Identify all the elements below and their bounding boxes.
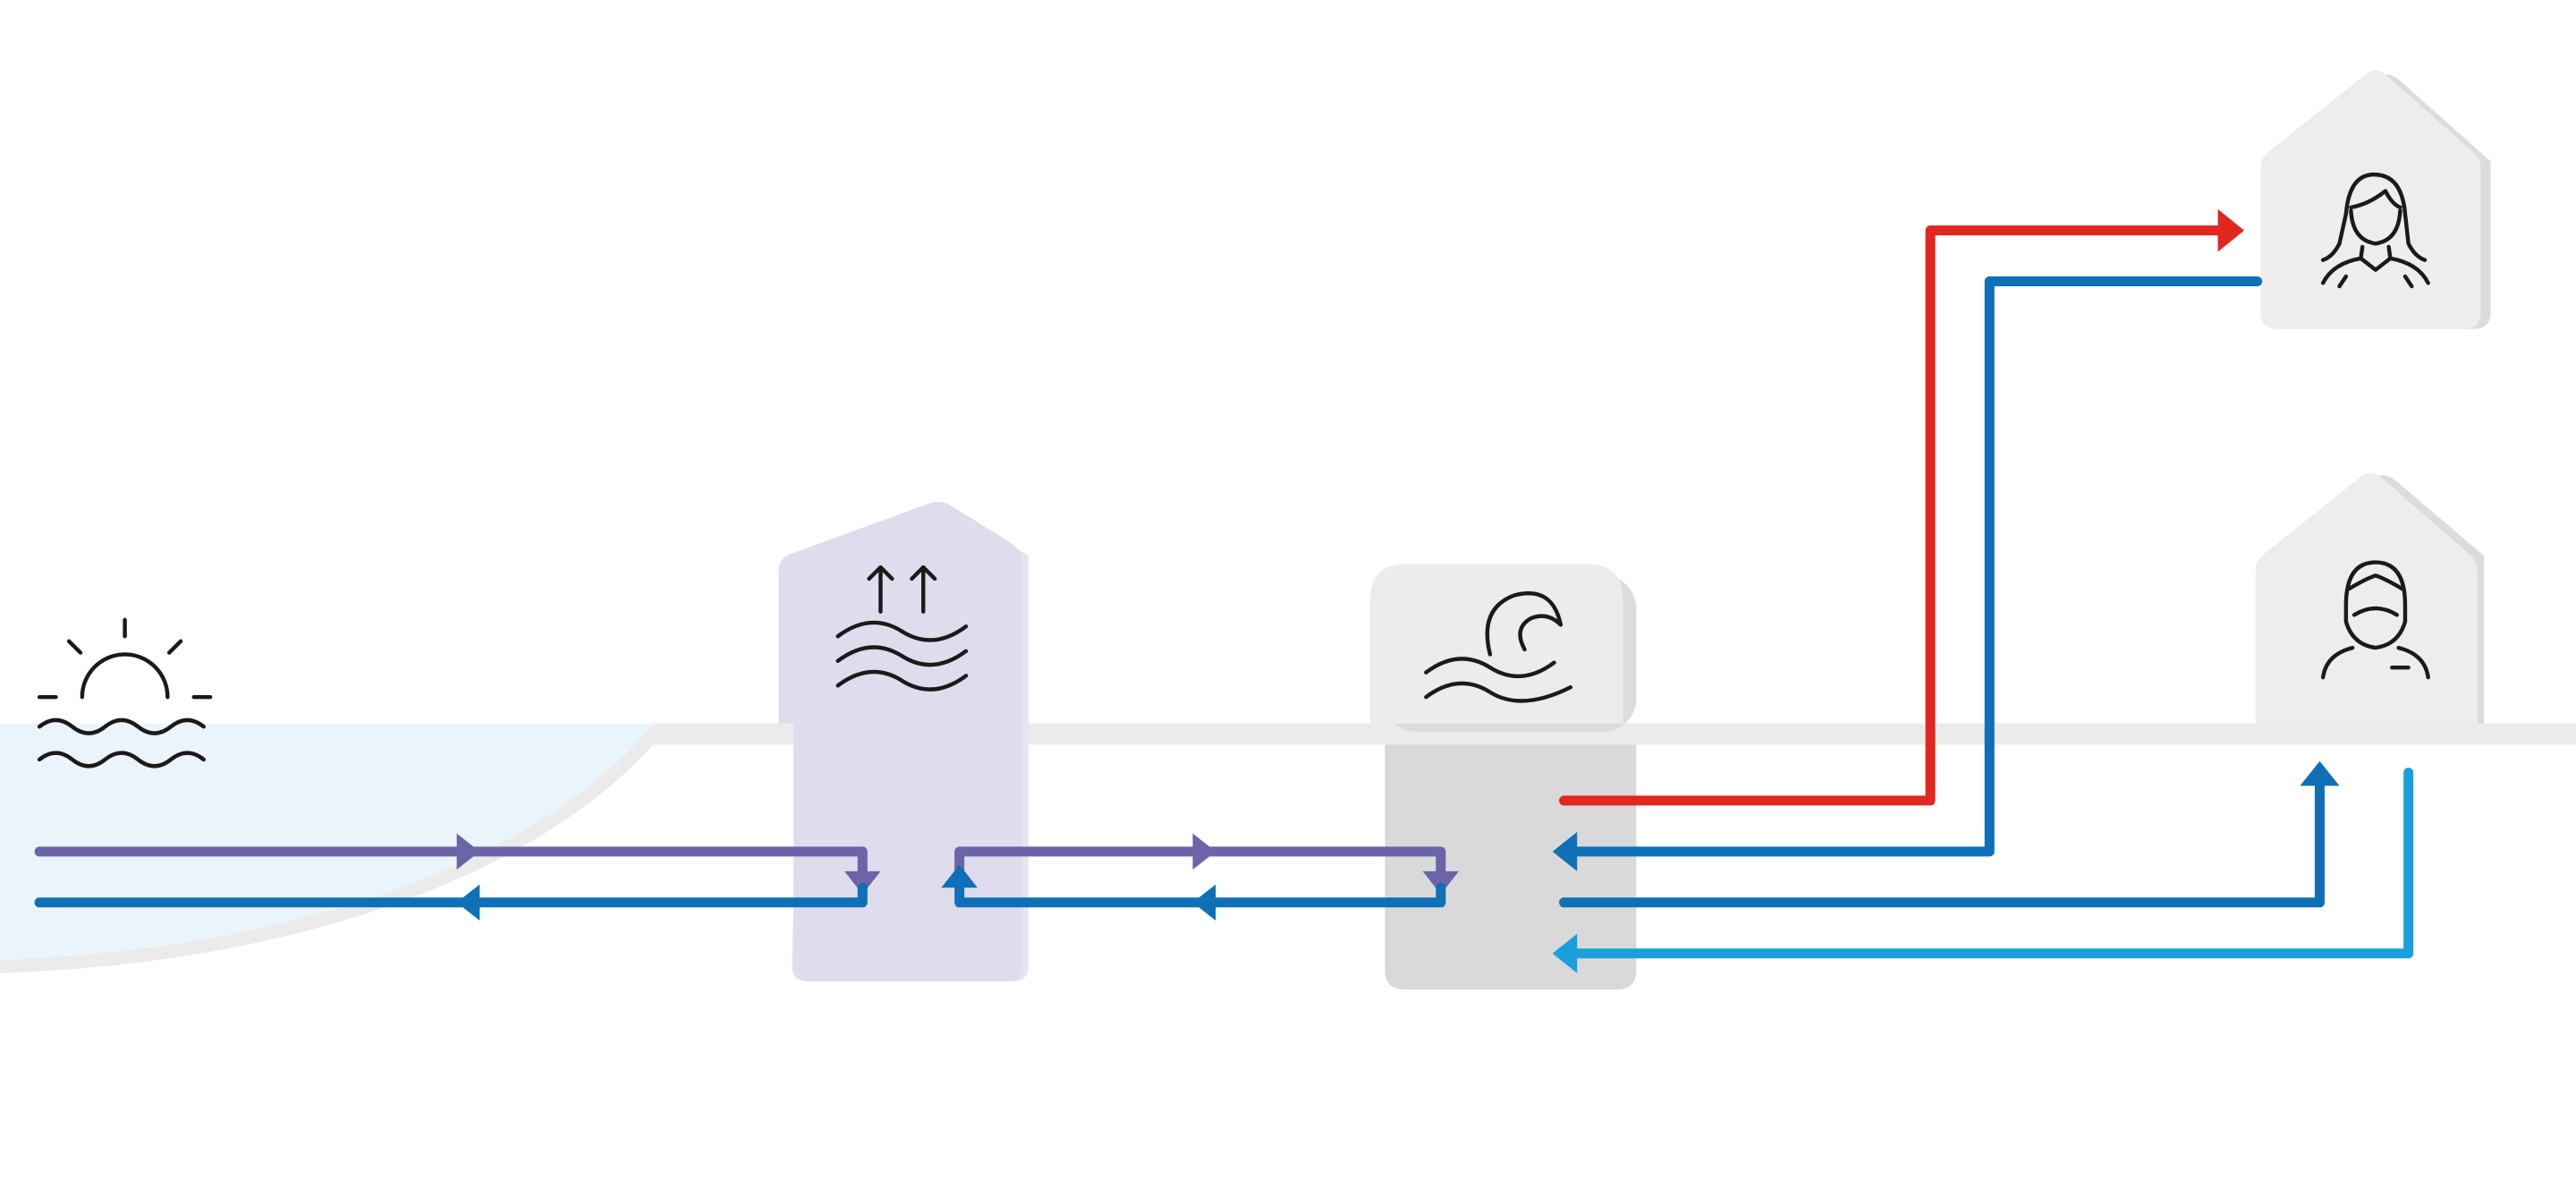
flow-arrowhead	[1552, 933, 1578, 973]
flow-arrowhead	[456, 833, 480, 870]
flow-arrowhead	[456, 884, 480, 921]
storage-top	[1369, 564, 1623, 724]
house-1-node	[2260, 70, 2491, 329]
flow-heat-pump-to-sea	[34, 882, 868, 921]
flow-storage-to-house-1	[1559, 208, 2244, 806]
flow-storage-to-house-2	[1559, 760, 2340, 908]
heat-pump-body	[778, 502, 1022, 981]
waves-rising-icon	[835, 565, 969, 692]
man-user-icon	[2320, 560, 2430, 680]
storage-body	[1385, 744, 1637, 990]
shoreline	[0, 726, 663, 973]
ground-line	[654, 723, 2576, 745]
storage-node	[1369, 564, 1637, 990]
house-2-node	[2255, 472, 2485, 724]
sun-over-water-icon	[37, 617, 213, 768]
flow-house-2-to-storage	[1552, 768, 2414, 973]
woman-user-icon	[2320, 172, 2430, 289]
flow-arrowhead	[2217, 208, 2244, 252]
flow-arrowhead	[1552, 831, 1578, 871]
flow-arrowhead	[1422, 870, 1460, 895]
flow-arrowhead	[2300, 760, 2340, 786]
wave-icon	[1424, 590, 1573, 703]
flow-arrowhead	[1192, 833, 1216, 870]
flow-heat-pump-to-storage	[954, 833, 1460, 895]
flow-house-1-to-storage	[1552, 276, 2263, 871]
heat-pump-node	[778, 501, 1029, 981]
flow-arrowhead	[941, 864, 978, 888]
flow-storage-to-heat-pump	[941, 864, 1446, 921]
flow-arrowhead	[1192, 884, 1216, 921]
